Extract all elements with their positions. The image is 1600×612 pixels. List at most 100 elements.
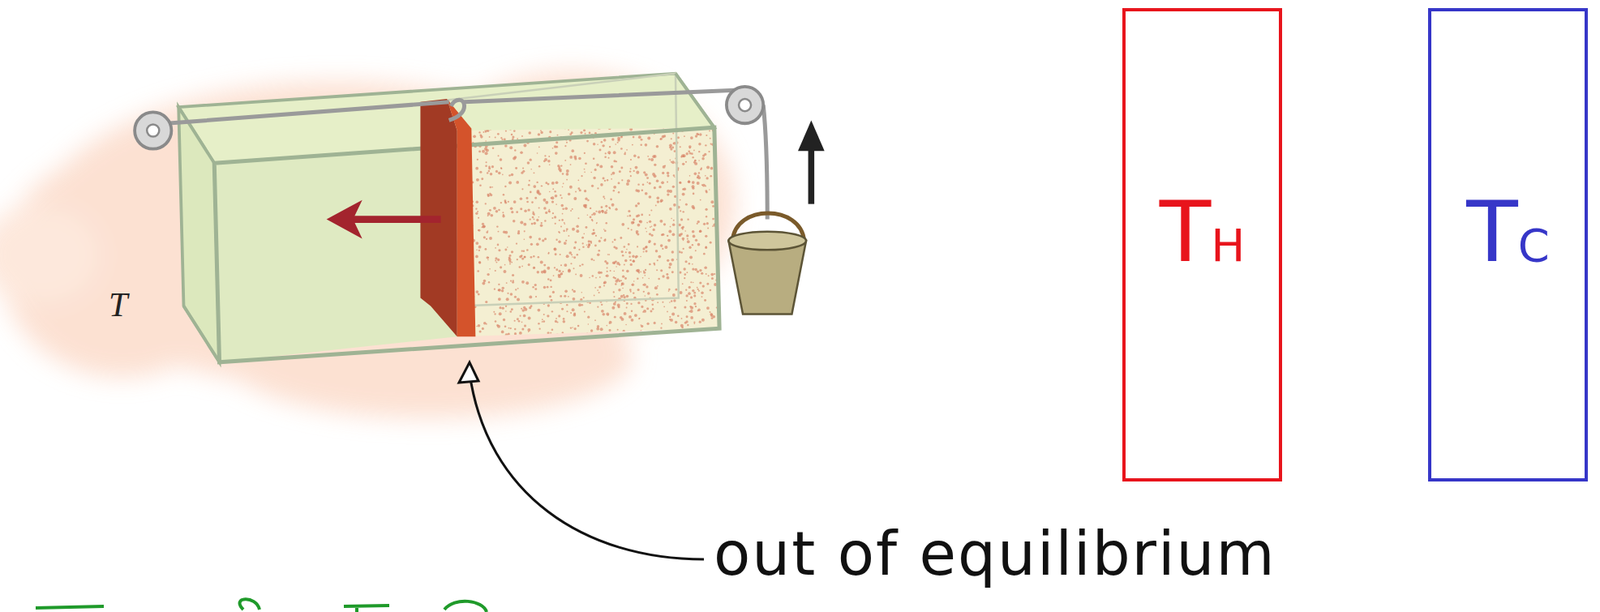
- gas-particle: [488, 166, 491, 169]
- gas-particle: [687, 291, 691, 296]
- gas-particle: [686, 152, 689, 155]
- gas-particle: [660, 244, 664, 248]
- gas-particle: [509, 260, 512, 263]
- gas-particle: [656, 145, 660, 149]
- gas-particle: [495, 261, 498, 264]
- gas-particle: [505, 336, 507, 339]
- gas-particle: [636, 245, 639, 248]
- gas-particle: [670, 137, 673, 140]
- gas-particle: [522, 335, 525, 339]
- gas-particle: [712, 334, 716, 337]
- gas-particle: [497, 297, 502, 301]
- gas-particle: [541, 185, 544, 188]
- gas-particle: [680, 155, 683, 158]
- gas-particle: [638, 121, 642, 125]
- gas-particle: [674, 321, 678, 324]
- force-arrow: [351, 215, 441, 224]
- gas-particle: [686, 238, 689, 241]
- gas-particle: [672, 223, 676, 228]
- gas-particle: [480, 125, 483, 129]
- gas-particle: [497, 209, 501, 212]
- gas-particle: [666, 276, 670, 280]
- gas-particle: [596, 223, 598, 225]
- gas-particle: [561, 218, 564, 222]
- box-back-edge: [449, 73, 679, 307]
- gas-particle: [646, 176, 649, 180]
- gas-particle: [673, 306, 677, 309]
- gas-particle: [621, 284, 623, 287]
- gas-particle: [523, 314, 527, 318]
- gas-particle: [719, 163, 722, 166]
- gas-particle: [483, 235, 486, 239]
- gas-particle: [646, 222, 648, 224]
- gas-particle: [650, 158, 654, 162]
- gas-particle: [564, 290, 568, 294]
- gas-particle: [578, 248, 580, 251]
- gas-particle: [607, 150, 611, 155]
- gas-particle: [564, 159, 567, 162]
- gas-particle: [617, 304, 621, 308]
- gas-particle: [587, 244, 591, 247]
- gas-particle: [574, 274, 577, 276]
- gas-particle: [553, 274, 555, 277]
- gas-particle: [674, 340, 678, 344]
- gas-particle: [711, 277, 714, 280]
- box-edge: [675, 73, 715, 129]
- gas-particle: [487, 257, 490, 259]
- gas-particle: [548, 210, 550, 212]
- gas-particle: [666, 181, 669, 184]
- gas-particle: [600, 210, 604, 213]
- gas-particle: [712, 225, 714, 228]
- heat-cloud: [0, 71, 735, 419]
- gas-particle: [639, 256, 642, 258]
- gas-particle: [628, 315, 632, 319]
- gas-particle: [585, 226, 588, 229]
- gas-particle: [649, 310, 653, 314]
- gas-particle: [570, 253, 573, 256]
- gas-particle: [574, 327, 577, 331]
- gas-particle: [502, 318, 506, 322]
- gas-particle: [672, 232, 676, 236]
- gas-particle: [621, 250, 624, 254]
- gas-particle: [484, 151, 489, 155]
- gas-particle: [683, 273, 687, 276]
- gas-particle: [626, 149, 628, 151]
- gas-particle: [690, 295, 693, 299]
- gas-particle: [592, 158, 596, 161]
- gas-particle: [606, 270, 609, 273]
- gas-particle: [649, 226, 652, 228]
- bucket: [728, 240, 807, 315]
- gas-particle: [523, 143, 527, 147]
- gas-particle: [567, 193, 571, 196]
- gas-particle: [564, 145, 567, 147]
- gas-particle: [540, 223, 544, 228]
- gas-particle: [617, 191, 621, 194]
- gas-particle: [632, 291, 635, 294]
- gas-particle: [594, 287, 597, 289]
- gas-particle: [559, 295, 562, 298]
- gas-particle: [673, 142, 675, 145]
- gas-particle: [613, 150, 617, 155]
- gas-particle: [612, 261, 615, 264]
- gas-particle: [657, 255, 661, 259]
- gas-particle: [613, 291, 615, 293]
- gas-particle: [636, 277, 639, 279]
- gas-particle: [540, 261, 544, 265]
- gas-particle: [683, 277, 686, 279]
- gas-particle: [699, 230, 702, 233]
- gas-particle: [655, 249, 658, 253]
- gas-particle: [602, 196, 605, 198]
- gas-particle: [692, 282, 695, 284]
- gas-particle: [686, 300, 688, 302]
- gas-particle: [621, 287, 624, 290]
- gas-particle: [681, 227, 684, 230]
- reservoir-temperature: TC: [1431, 189, 1585, 275]
- gas-particle: [626, 248, 628, 251]
- gas-particle: [589, 207, 592, 210]
- gas-particle: [689, 305, 691, 308]
- temperature-label: T: [108, 285, 128, 325]
- gas-particle: [661, 233, 665, 236]
- gas-particle: [653, 186, 657, 189]
- gas-particle: [637, 201, 640, 205]
- gas-particle: [647, 136, 651, 140]
